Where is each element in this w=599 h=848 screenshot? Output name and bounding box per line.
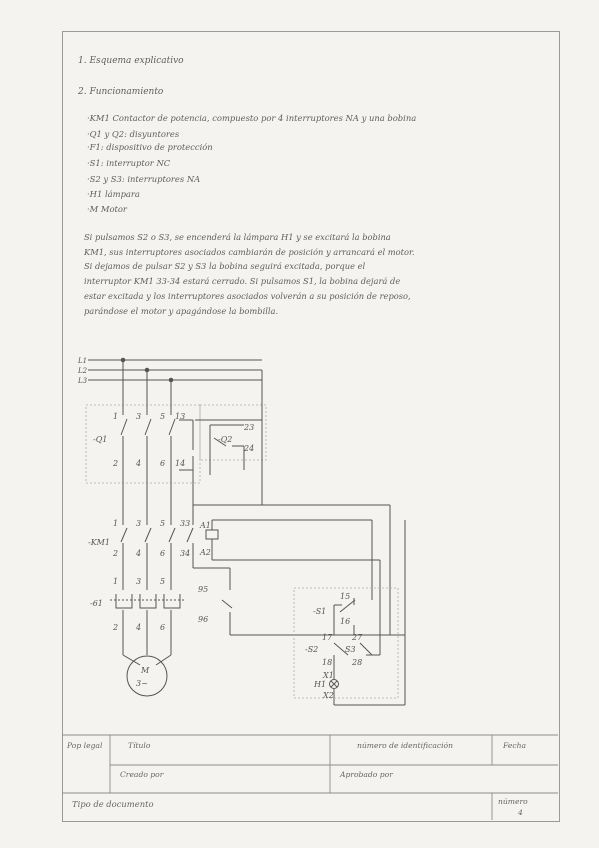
s2-label: -S2 — [305, 645, 318, 654]
s2-terminal: 17 — [322, 633, 333, 642]
q2-terminal: 23 — [243, 423, 254, 432]
s3-terminal: 27 — [351, 633, 363, 642]
component-item: ·S2 y S3: interruptores NA — [87, 174, 201, 184]
km1-terminal: 33 — [180, 519, 190, 528]
title-block-id: número de identificación — [357, 741, 454, 750]
f1-terminal: 3 — [136, 577, 141, 586]
f1-terminal: 2 — [112, 623, 118, 632]
s1-terminal: 15 — [340, 592, 350, 601]
km1-terminal: 6 — [160, 549, 165, 558]
control-box — [293, 587, 399, 699]
line-label-l1: L1 — [77, 357, 87, 365]
paragraph-line: interruptor KM1 33-34 estará cerrado. Si… — [84, 276, 401, 287]
q1-terminal: 6 — [160, 459, 165, 468]
km1-terminal: 5 — [160, 519, 165, 528]
q1-terminal: 3 — [136, 412, 141, 421]
f1-terminal: 5 — [160, 577, 165, 586]
q1-terminal: 2 — [112, 459, 118, 468]
motor-phase: 3~ — [136, 679, 148, 688]
component-item: ·KM1 Contactor de potencia, compuesto po… — [87, 113, 417, 123]
s3-terminal: 28 — [351, 658, 362, 667]
q1-terminal: 1 — [113, 412, 118, 421]
power-wires — [110, 360, 186, 697]
title-block-approved: Aprobado por — [340, 770, 393, 779]
f1-aux-terminal: 96 — [198, 615, 208, 624]
title-block-sheet-label: número — [498, 797, 528, 806]
component-item: ·M Motor — [87, 204, 127, 214]
km1-terminal: 4 — [135, 549, 141, 558]
km1-terminal: 34 — [180, 549, 190, 558]
s1-label: -S1 — [313, 607, 326, 616]
km1-terminal: 1 — [113, 519, 118, 528]
s1-terminal: 16 — [340, 617, 350, 626]
q1-terminal: 5 — [160, 412, 165, 421]
paragraph-line: KM1, sus interruptores asociados cambiar… — [84, 246, 415, 257]
q1-terminal: 4 — [135, 459, 141, 468]
f1-label: -61 — [90, 599, 103, 608]
km1-coil-terminal: A2 — [199, 548, 211, 557]
f1-terminal: 1 — [113, 577, 118, 586]
title-block-legal: Pop legal — [67, 741, 103, 750]
title-block-sheet-number: 4 — [518, 808, 523, 817]
h1-label: H1 — [313, 680, 326, 689]
breaker-q1-box — [85, 404, 267, 484]
paragraph-line: Si pulsamos S2 o S3, se encenderá la lám… — [84, 232, 391, 242]
heading-operation: 2. Funcionamiento — [78, 87, 164, 97]
line-label-l2: L2 — [77, 367, 88, 375]
title-block-created: Creado por — [120, 770, 164, 779]
s2-terminal: 18 — [322, 658, 332, 667]
f1-terminal: 6 — [160, 623, 165, 632]
km1-terminal: 2 — [112, 549, 118, 558]
q1-aux-terminal: 13 — [175, 412, 185, 421]
paragraph-line: estar excitada y los interruptores asoci… — [84, 290, 411, 301]
operation-paragraph: Si pulsamos S2 o S3, se encenderá la lám… — [84, 230, 532, 318]
f1-terminal: 4 — [135, 623, 141, 632]
component-item: ·S1: interruptor NC — [87, 158, 171, 168]
page-frame — [62, 31, 560, 822]
paragraph-line: parándose el motor y apagándose la bombi… — [84, 305, 279, 316]
component-item: ·F1: dispositivo de protección — [87, 142, 213, 152]
paragraph-line: Si dejamos de pulsar S2 y S3 la bobina s… — [84, 261, 366, 272]
q2-label: -Q2 — [218, 435, 232, 444]
line-label-l3: L3 — [77, 377, 88, 385]
motor-label: M — [140, 666, 150, 675]
km1-coil-terminal: A1 — [199, 521, 211, 530]
q2-terminal: 24 — [243, 444, 254, 453]
title-block-doc-type: Tipo de documento — [72, 799, 154, 809]
q1-aux-terminal: 14 — [175, 459, 185, 468]
h1-terminal: X1 — [322, 671, 334, 680]
heading-scheme: 1. Esquema explicativo — [78, 56, 184, 66]
title-block-title: Título — [128, 741, 151, 750]
h1-terminal: X2 — [322, 691, 334, 700]
component-item: ·H1 lámpara — [87, 189, 140, 199]
diagram-labels: 1 3 5 13 -Q1 2 4 6 14 -Q2 23 24 -KM1 1 3… — [88, 412, 363, 700]
control-wires — [179, 370, 406, 706]
title-block-date: Fecha — [503, 741, 527, 750]
km1-label: -KM1 — [88, 538, 110, 547]
q1-label: -Q1 — [93, 435, 107, 444]
s3-label: S3 — [345, 645, 356, 654]
f1-aux-terminal: 95 — [198, 585, 208, 594]
component-item: ·Q1 y Q2: disyuntores — [87, 129, 180, 139]
km1-terminal: 3 — [136, 519, 141, 528]
